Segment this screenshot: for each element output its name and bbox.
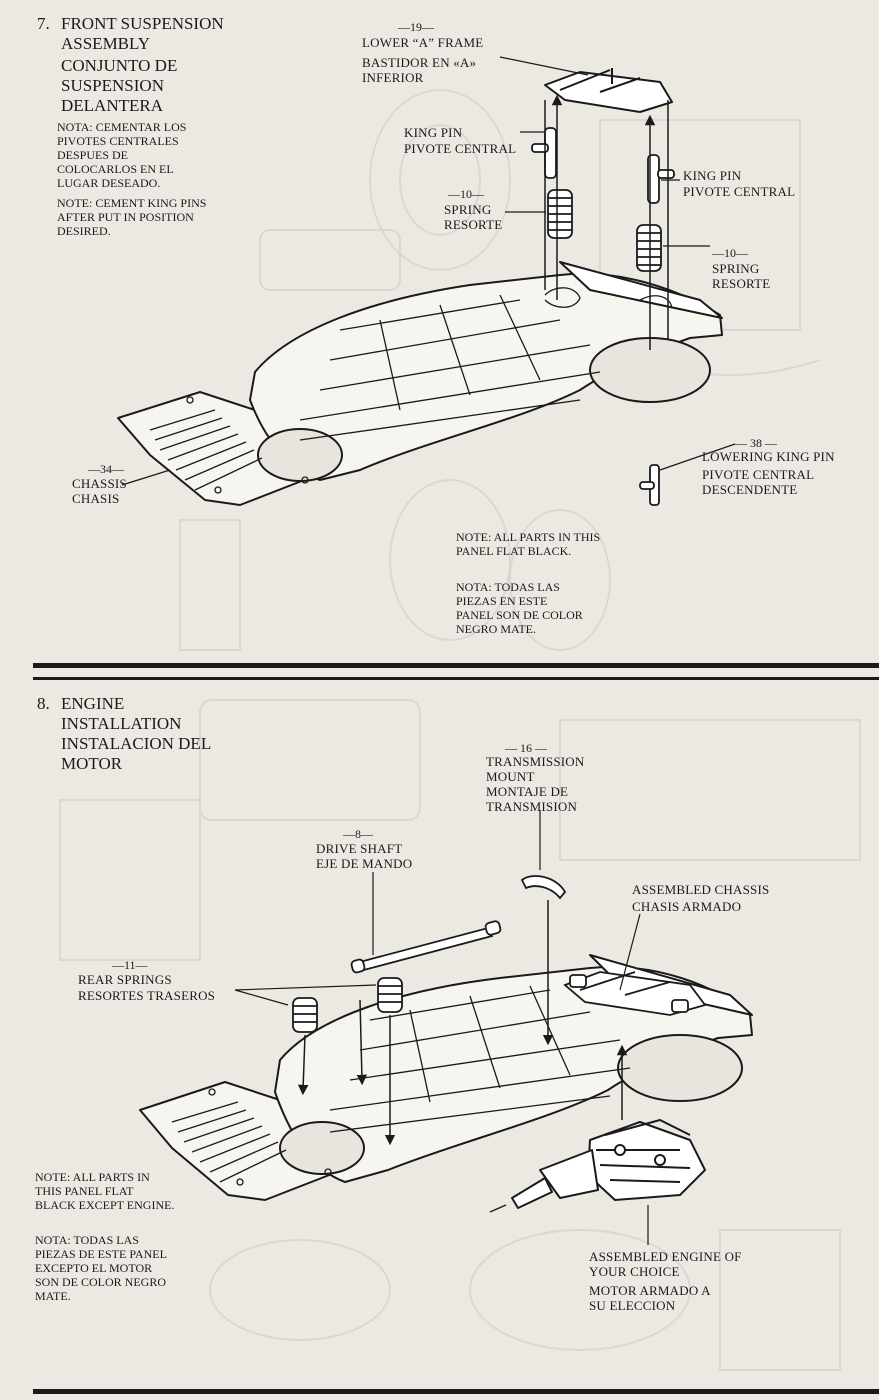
king-pin-left-label-en: KING PIN [404,125,463,140]
spring-right-label-es: RESORTE [712,276,771,291]
chassis-drawing-top [117,261,723,506]
step-8-note-es: NOTA: TODAS LAS PIEZAS DE ESTE PANEL EXC… [35,1233,167,1303]
part-8-number: —8— [343,827,373,841]
chassis-drawing-bottom [139,954,753,1201]
part-16-number: — 16 — [505,741,547,755]
step-7-title-en: FRONT SUSPENSION ASSEMBLY [61,14,224,53]
assembled-engine-part [511,1119,706,1209]
part-19-label-en: LOWER “A” FRAME [362,35,484,50]
part-16-label-es: MONTAJE DE TRANSMISION [486,784,578,814]
transmission-mount-part [520,875,567,900]
king-pin-right-label-en: KING PIN [683,168,742,183]
step-7-panel-note-es: NOTA: TODAS LAS PIEZAS EN ESTE PANEL SON… [456,580,583,636]
part-34-label-es: CHASIS [72,491,120,506]
part-8-label-es: EJE DE MANDO [316,856,413,871]
step-7-note-en: NOTE: CEMENT KING PINS AFTER PUT IN POSI… [57,196,207,238]
part-11-number: —11— [112,958,148,972]
part-16-label-en: TRANSMISSION MOUNT [486,754,585,784]
part-34-label-en: CHASSIS [72,476,127,491]
spring-right-label-en: SPRING [712,261,760,276]
king-pin-left-label-es: PIVOTE CENTRAL [404,141,517,156]
spring-left-label-es: RESORTE [444,217,503,232]
step-8-note-en: NOTE: ALL PARTS IN THIS PANEL FLAT BLACK… [35,1170,175,1212]
part-11-label-es: RESORTES TRASEROS [78,988,216,1003]
part-38-label-en: LOWERING KING PIN [702,449,835,464]
assembled-chassis-label-en: ASSEMBLED CHASSIS [632,882,770,897]
drive-shaft-part [350,920,502,974]
spring-right-number: —10— [712,246,748,260]
part-11-label-en: REAR SPRINGS [78,972,172,987]
step-7-panel-note-en: NOTE: ALL PARTS IN THIS PANEL FLAT BLACK… [456,530,601,558]
step-8-title-es: INSTALACION DEL MOTOR [61,734,211,773]
spring-left-label-en: SPRING [444,202,492,217]
coil-spring-parts [547,189,662,272]
mounted-front-suspension [563,971,707,1016]
step-7-note-es: NOTA: CEMENTAR LOS PIVOTES CENTRALES DES… [57,120,187,190]
assembled-engine-label-en: ASSEMBLED ENGINE OF YOUR CHOICE [589,1249,742,1279]
rear-spring-parts [292,977,403,1033]
part-34-number: —34— [88,462,124,476]
assembled-chassis-label-es: CHASIS ARMADO [632,899,742,914]
part-38-number: — 38 — [735,436,777,450]
part-8-label-en: DRIVE SHAFT [316,841,403,856]
step-7-number: 7. [37,14,50,33]
step-7-title-es: CONJUNTO DE SUSPENSION DELANTERA [61,56,178,115]
assembled-engine-label-es: MOTOR ARMADO A SU ELECCION [589,1283,711,1313]
part-19-label-es: BASTIDOR EN «A» INFERIOR [362,55,477,85]
step-8-number: 8. [37,694,50,713]
part-38-label-es: PIVOTE CENTRAL DESCENDENTE [702,467,814,497]
king-pin-parts [531,127,675,506]
part-19-number: —19— [398,20,434,34]
lower-a-frame-part [544,68,673,113]
step-8-title-en: ENGINE INSTALLATION [61,694,182,733]
spring-left-number: —10— [448,187,484,201]
king-pin-right-label-es: PIVOTE CENTRAL [683,184,796,199]
